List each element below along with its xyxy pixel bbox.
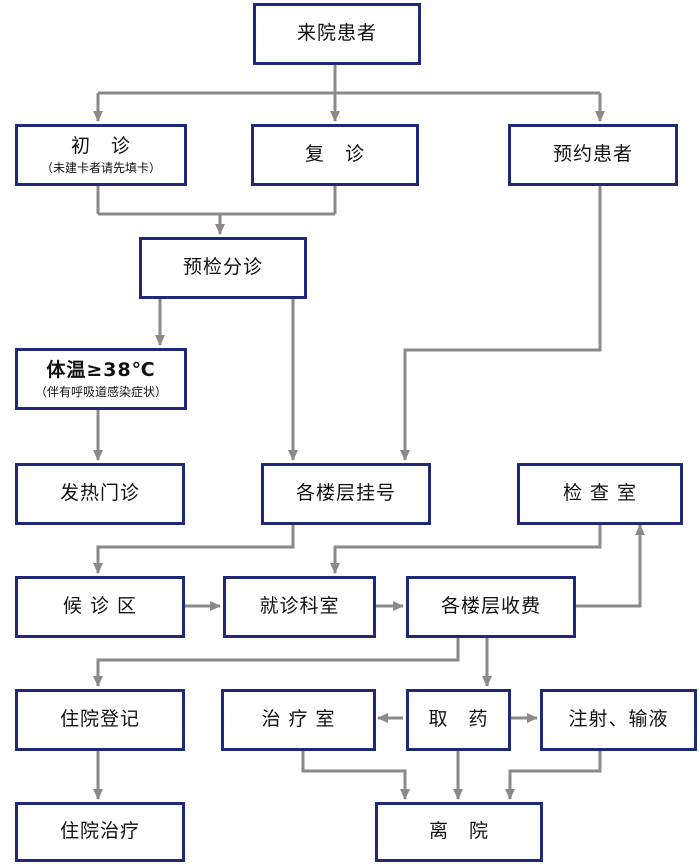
node-treatment-room-label: 治 疗 室 xyxy=(261,708,336,731)
node-first-visit: 初 诊 （未建卡者请先填卡） xyxy=(15,124,187,186)
node-pharmacy-label: 取 药 xyxy=(428,708,489,731)
node-discharge-label: 离 院 xyxy=(428,820,489,843)
node-first-visit-note: （未建卡者请先填卡） xyxy=(40,160,161,175)
node-payment-label: 各楼层收费 xyxy=(440,595,541,618)
node-waiting-area-label: 候 诊 区 xyxy=(62,595,138,618)
node-inpatient: 住院治疗 xyxy=(15,802,185,862)
node-return-visit-label: 复 诊 xyxy=(304,143,365,166)
node-arrive: 来院患者 xyxy=(253,3,421,65)
node-treatment-room: 治 疗 室 xyxy=(221,689,376,751)
node-injection-label: 注射、输液 xyxy=(568,708,669,731)
node-admission: 住院登记 xyxy=(15,689,185,751)
node-exam-room: 检 查 室 xyxy=(517,463,683,525)
node-first-visit-label: 初 诊 xyxy=(70,134,131,157)
node-appointment: 预约患者 xyxy=(508,124,678,186)
node-appointment-label: 预约患者 xyxy=(552,143,633,166)
node-waiting-area: 候 诊 区 xyxy=(15,576,185,638)
node-exam-room-label: 检 查 室 xyxy=(562,482,638,505)
node-consult-room-label: 就诊科室 xyxy=(259,595,340,618)
node-registration-label: 各楼层挂号 xyxy=(295,482,396,505)
node-discharge: 离 院 xyxy=(375,802,543,862)
node-return-visit: 复 诊 xyxy=(251,124,419,186)
node-arrive-label: 来院患者 xyxy=(296,22,377,45)
node-payment: 各楼层收费 xyxy=(406,576,576,638)
node-fever-clinic-label: 发热门诊 xyxy=(59,482,140,505)
node-pharmacy: 取 药 xyxy=(406,689,511,751)
node-consult-room: 就诊科室 xyxy=(223,576,376,638)
node-temperature-note: （伴有呼吸道感染症状） xyxy=(34,384,167,399)
node-fever-clinic: 发热门诊 xyxy=(15,463,185,525)
node-temperature: 体温≥38℃ （伴有呼吸道感染症状） xyxy=(15,348,187,410)
node-inpatient-label: 住院治疗 xyxy=(59,820,140,843)
node-registration: 各楼层挂号 xyxy=(261,463,431,525)
node-admission-label: 住院登记 xyxy=(59,708,140,731)
node-pretriage: 预检分诊 xyxy=(139,237,307,299)
node-temperature-label: 体温≥38℃ xyxy=(46,358,156,381)
node-injection: 注射、输液 xyxy=(540,689,697,751)
node-pretriage-label: 预检分诊 xyxy=(182,256,263,279)
